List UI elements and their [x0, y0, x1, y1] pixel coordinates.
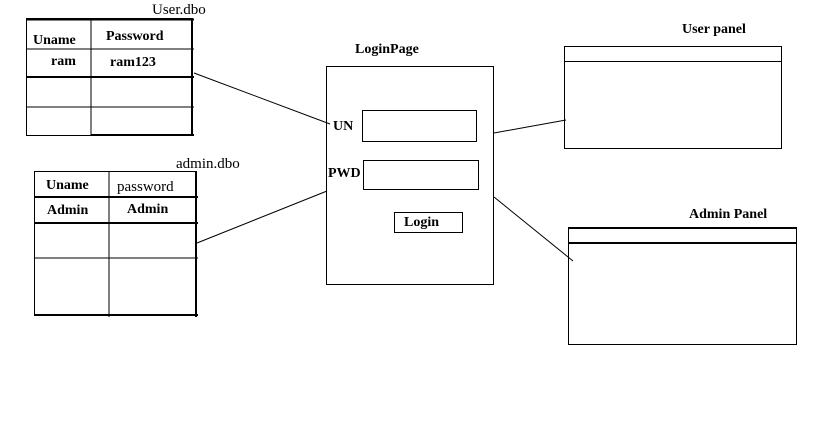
- admin-table: Uname password Admin Admin: [34, 171, 198, 317]
- password-field[interactable]: [363, 160, 479, 190]
- admin-table-cell-password: Admin: [127, 202, 169, 217]
- user-table-header-uname: Uname: [33, 33, 76, 48]
- connector-login-to-admin-panel: [493, 196, 574, 262]
- username-label: UN: [333, 119, 354, 134]
- login-page-title: LoginPage: [355, 42, 419, 57]
- user-table-title: User.dbo: [152, 2, 206, 18]
- user-table-cell-uname: ram: [51, 54, 76, 69]
- password-label: PWD: [328, 166, 361, 181]
- admin-panel: [568, 227, 797, 345]
- user-panel-header-bar: [565, 47, 781, 62]
- connector-user-table-to-login: [193, 72, 331, 125]
- login-button-label: Login: [404, 215, 440, 230]
- user-table-header-password: Password: [106, 29, 164, 44]
- admin-table-cell-uname: Admin: [47, 203, 89, 218]
- user-table: Uname Password ram ram123: [26, 18, 194, 136]
- user-table-grid: [26, 18, 194, 136]
- admin-table-header-uname: Uname: [46, 178, 89, 193]
- user-table-cell-password: ram123: [110, 55, 156, 70]
- user-panel-title: User panel: [682, 22, 746, 37]
- connector-login-to-user-panel: [493, 119, 567, 134]
- admin-panel-header-bar: [569, 229, 796, 244]
- login-page-box: [326, 66, 494, 285]
- admin-table-title: admin.dbo: [176, 156, 240, 172]
- admin-table-grid: [34, 171, 198, 317]
- admin-panel-title: Admin Panel: [689, 207, 768, 222]
- user-panel: [564, 46, 782, 149]
- connector-admin-table-to-login: [196, 190, 328, 244]
- login-button[interactable]: Login: [394, 212, 463, 233]
- admin-table-header-password: password: [117, 179, 174, 195]
- username-field[interactable]: [362, 110, 477, 142]
